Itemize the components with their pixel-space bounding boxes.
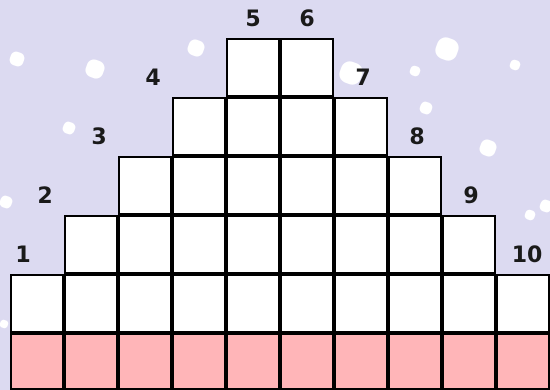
base-row-cell [64, 333, 118, 390]
board-cell[interactable] [64, 215, 118, 274]
board-cell[interactable] [172, 274, 226, 333]
base-row-cell [280, 333, 334, 390]
board-cell[interactable] [172, 215, 226, 274]
board-cell[interactable] [226, 97, 280, 156]
column-number-label: 7 [336, 66, 390, 92]
board-cell[interactable] [280, 38, 334, 97]
column-number-label: 9 [444, 184, 498, 210]
board-cell[interactable] [442, 274, 496, 333]
column-number-label: 2 [18, 184, 72, 210]
column-number-label: 5 [226, 7, 280, 33]
board-cell[interactable] [496, 274, 550, 333]
board-cell[interactable] [388, 215, 442, 274]
base-row-cell [388, 333, 442, 390]
board-cell[interactable] [334, 274, 388, 333]
board-cell[interactable] [118, 274, 172, 333]
board-cell[interactable] [280, 97, 334, 156]
board-cell[interactable] [172, 156, 226, 215]
board-cell[interactable] [280, 215, 334, 274]
base-row-cell [118, 333, 172, 390]
board-cell[interactable] [442, 215, 496, 274]
base-row-cell [172, 333, 226, 390]
board-cell[interactable] [388, 156, 442, 215]
board-cell[interactable] [118, 156, 172, 215]
board-cell[interactable] [226, 38, 280, 97]
column-number-label: 3 [72, 125, 126, 151]
board-cell[interactable] [226, 156, 280, 215]
board-cell[interactable] [226, 215, 280, 274]
column-number-label: 10 [500, 243, 550, 269]
base-row-cell [334, 333, 388, 390]
board-cell[interactable] [280, 156, 334, 215]
column-number-label: 4 [126, 66, 180, 92]
board-cell[interactable] [280, 274, 334, 333]
board-cell[interactable] [334, 215, 388, 274]
base-row-cell [226, 333, 280, 390]
column-number-label: 6 [280, 7, 334, 33]
base-row-cell [10, 333, 64, 390]
board-cell[interactable] [172, 97, 226, 156]
board-cell[interactable] [226, 274, 280, 333]
column-number-label: 1 [0, 243, 50, 269]
board-cell[interactable] [334, 97, 388, 156]
base-row-cell [442, 333, 496, 390]
board-cell[interactable] [64, 274, 118, 333]
column-number-label: 8 [390, 125, 444, 151]
board-cell[interactable] [118, 215, 172, 274]
board-cell[interactable] [10, 274, 64, 333]
board-cell[interactable] [334, 156, 388, 215]
board-cell[interactable] [388, 274, 442, 333]
base-row-cell [496, 333, 550, 390]
